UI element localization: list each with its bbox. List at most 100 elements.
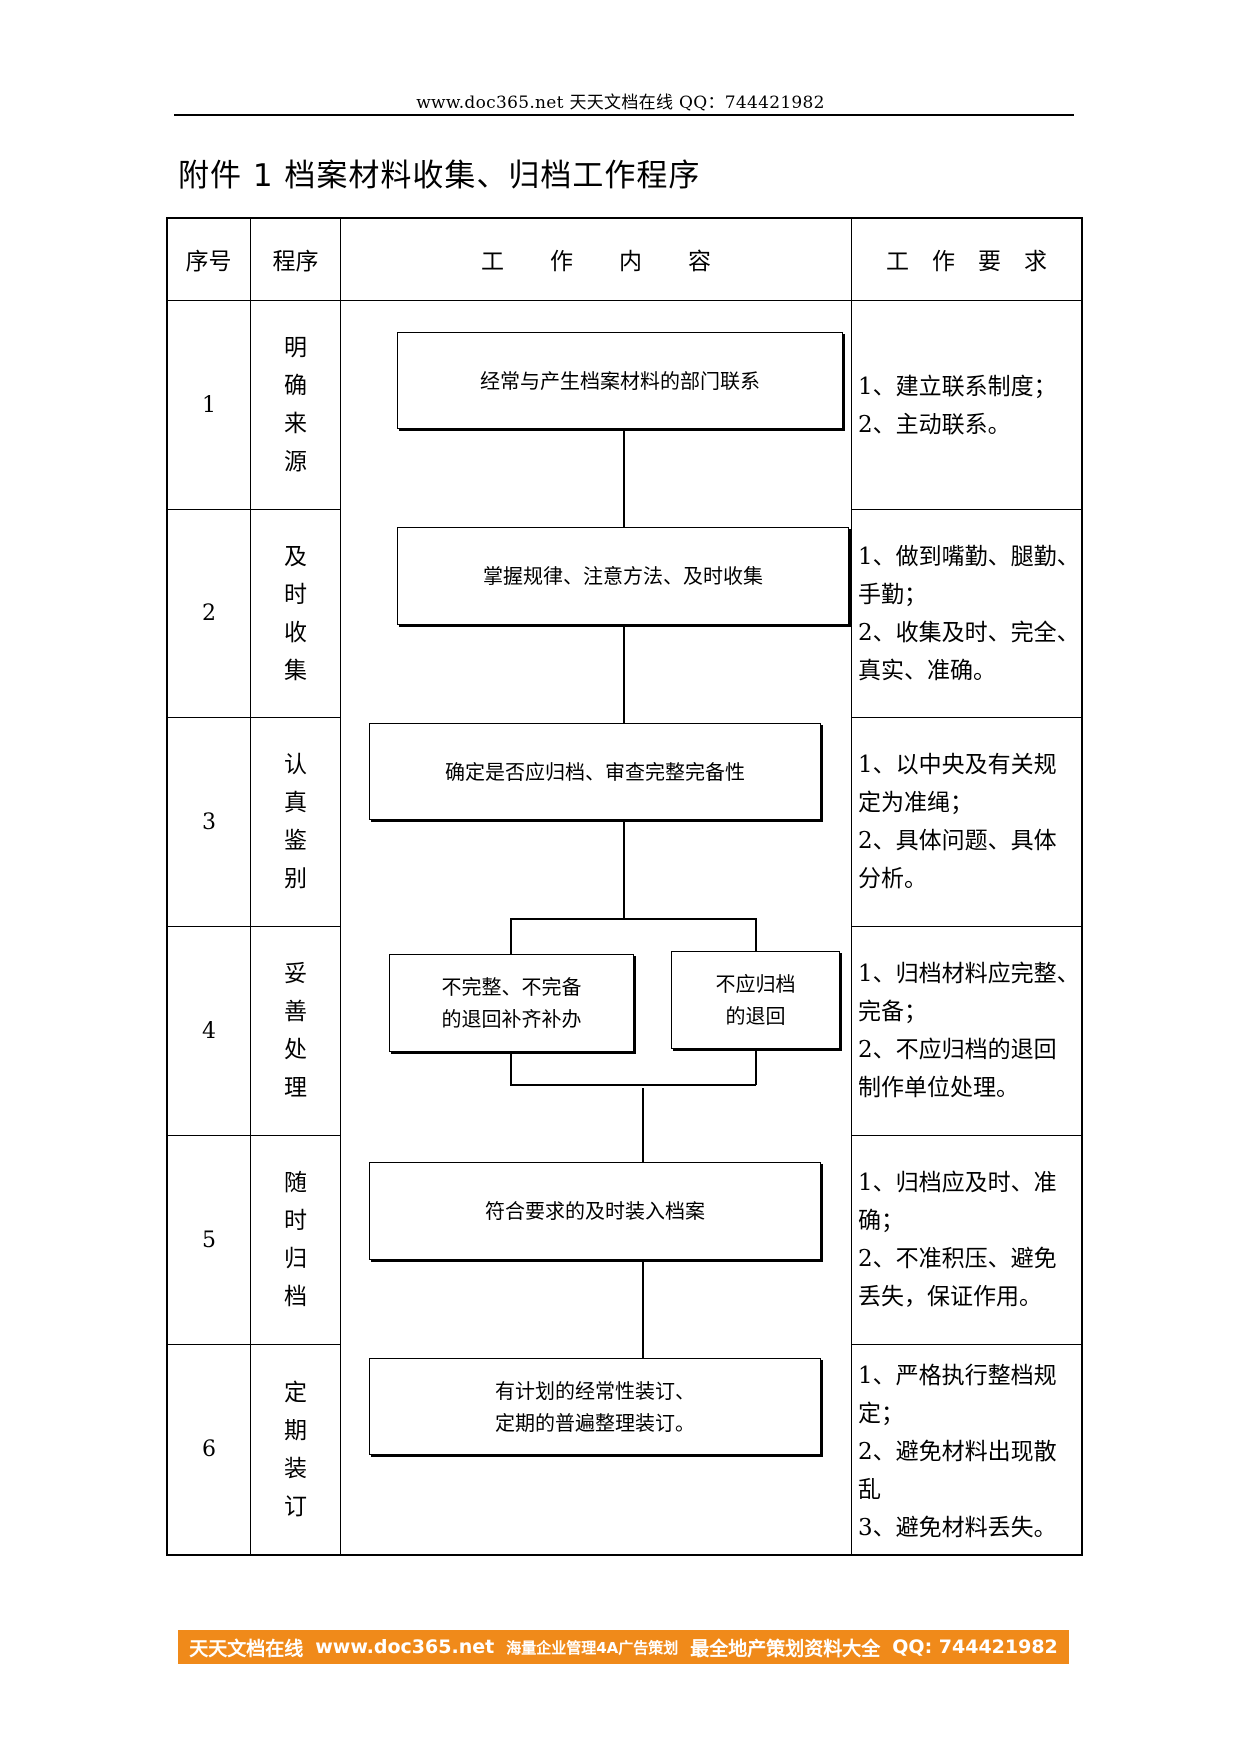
req-line: 定为准绳；	[858, 790, 973, 816]
row-3-requirements: 1、以中央及有关规 定为准绳； 2、具体问题、具体 分析。	[858, 746, 1080, 898]
flow-step-5-box: 符合要求的及时装入档案	[369, 1162, 821, 1260]
merge-left-rise	[510, 1054, 512, 1085]
req-line: 丢失，保证作用。	[858, 1284, 1042, 1310]
row-4-number: 4	[202, 1018, 216, 1044]
req-line: 1、以中央及有关规	[858, 752, 1057, 778]
proc-char: 时	[284, 1208, 307, 1234]
flow-step-4b-line: 不应归档	[715, 972, 796, 996]
proc-char: 归	[284, 1246, 307, 1272]
row-sep-4b	[851, 1135, 1082, 1136]
footer-url: www.doc365.net	[315, 1636, 495, 1658]
row-sep-3a	[166, 926, 341, 927]
row-sep-2b	[851, 717, 1082, 718]
row-sep-1b	[851, 509, 1082, 510]
row-sep-4a	[166, 1135, 341, 1136]
footer-site-name: 天天文档在线	[189, 1637, 304, 1660]
footer-qq: QQ: 744421982	[892, 1636, 1058, 1658]
proc-char: 善	[284, 999, 307, 1025]
row-6-procedure: 定 期 装 订	[251, 1345, 340, 1554]
proc-char: 随	[284, 1170, 307, 1196]
table-border-left	[166, 217, 168, 1556]
document-title: 附件 1 档案材料收集、归档工作程序	[178, 158, 701, 194]
row-1-requirements: 1、建立联系制度； 2、主动联系。	[858, 368, 1080, 444]
connector-5-6	[642, 1262, 644, 1358]
proc-char: 来	[284, 411, 307, 437]
split-left-drop	[510, 918, 512, 954]
col-sep-1	[250, 217, 251, 1556]
table-border-bottom	[166, 1554, 1082, 1556]
req-line: 2、避免材料出现散	[858, 1439, 1057, 1465]
row-2-procedure: 及 时 收 集	[251, 510, 340, 717]
row-sep-5b	[851, 1344, 1082, 1345]
row-6-requirements: 1、严格执行整档规 定； 2、避免材料出现散 乱 3、避免材料丢失。	[858, 1357, 1080, 1547]
flow-step-6-line: 有计划的经常性装订、	[495, 1378, 695, 1403]
col-sep-2	[340, 217, 341, 1556]
req-line: 手勤；	[858, 582, 927, 608]
header-seq: 序号	[185, 249, 232, 275]
proc-char: 明	[284, 335, 307, 361]
split-bar	[510, 918, 756, 920]
header-work-requirements: 工 作 要 求	[886, 249, 1047, 275]
header-work-content: 工 作 内 容	[481, 249, 711, 275]
req-line: 乱	[858, 1477, 881, 1503]
req-line: 2、不应归档的退回	[858, 1037, 1057, 1063]
col-sep-3	[851, 217, 852, 1556]
req-line: 1、建立联系制度；	[858, 374, 1057, 400]
proc-char: 确	[284, 373, 307, 399]
row-6-number: 6	[202, 1437, 216, 1462]
proc-char: 收	[284, 619, 307, 646]
header-row-sep	[166, 300, 1082, 301]
header-procedure: 程序	[272, 249, 319, 275]
flow-step-3-label: 确定是否应归档、审查完整完备性	[445, 759, 745, 784]
flow-step-4a-box: 不完整、不完备 的退回补齐补办	[389, 954, 634, 1052]
flow-step-4b-box: 不应归档 的退回	[671, 951, 840, 1049]
proc-char: 集	[284, 657, 307, 684]
row-1-number: 1	[202, 392, 216, 418]
flow-step-4a-line: 不完整、不完备	[441, 975, 582, 999]
row-5-number: 5	[202, 1227, 216, 1253]
row-sep-2a	[166, 717, 341, 718]
proc-char: 真	[284, 790, 307, 816]
req-line: 真实、准确。	[858, 658, 996, 684]
flow-step-3-box: 确定是否应归档、审查完整完备性	[369, 723, 821, 820]
proc-char: 处	[284, 1037, 307, 1063]
flow-step-6-box: 有计划的经常性装订、 定期的普遍整理装订。	[369, 1358, 821, 1455]
flow-step-1-label: 经常与产生档案材料的部门联系	[480, 368, 760, 393]
row-4-requirements: 1、归档材料应完整、 完备； 2、不应归档的退回 制作单位处理。	[858, 955, 1080, 1107]
row-5-requirements: 1、归档应及时、准 确； 2、不准积压、避免 丢失，保证作用。	[858, 1164, 1080, 1316]
flow-step-5-label: 符合要求的及时装入档案	[485, 1199, 705, 1223]
req-line: 制作单位处理。	[858, 1075, 1019, 1101]
flow-step-2-box: 掌握规律、注意方法、及时收集	[397, 527, 849, 625]
proc-char: 期	[284, 1417, 307, 1444]
flow-step-4a-line: 的退回补齐补办	[441, 1007, 582, 1031]
page-header: www.doc365.net 天天文档在线 QQ：744421982	[416, 93, 825, 113]
footer-banner: 天天文档在线 www.doc365.net 海量企业管理4A广告策划 最全地产策…	[178, 1630, 1069, 1664]
proc-char: 装	[284, 1455, 307, 1482]
req-line: 1、归档材料应完整、	[858, 961, 1080, 987]
row-sep-1a	[166, 509, 341, 510]
proc-char: 及	[284, 543, 307, 570]
proc-char: 认	[284, 752, 307, 778]
connector-merge-5	[642, 1088, 644, 1162]
row-3-procedure: 认 真 鉴 别	[251, 718, 340, 926]
flow-step-6-line: 定期的普遍整理装订。	[495, 1410, 695, 1435]
req-line: 完备；	[858, 999, 927, 1025]
footer-slogan-1: 海量企业管理4A广告策划	[506, 1638, 679, 1657]
req-line: 3、避免材料丢失。	[858, 1515, 1057, 1541]
proc-char: 鉴	[284, 828, 307, 854]
proc-char: 源	[284, 449, 307, 475]
req-line: 2、具体问题、具体	[858, 828, 1057, 854]
table-border-right	[1081, 217, 1083, 1556]
proc-char: 订	[284, 1493, 307, 1520]
row-3-number: 3	[202, 809, 216, 835]
flow-step-1-box: 经常与产生档案材料的部门联系	[397, 332, 843, 429]
footer-slogan-2: 最全地产策划资料大全	[690, 1637, 881, 1660]
proc-char: 档	[284, 1284, 307, 1310]
merge-bar	[510, 1084, 756, 1086]
proc-char: 别	[284, 866, 307, 892]
req-line: 2、收集及时、完全、	[858, 620, 1080, 646]
req-line: 1、做到嘴勤、腿勤、	[858, 544, 1080, 570]
proc-char: 妥	[284, 961, 307, 987]
row-5-procedure: 随 时 归 档	[251, 1136, 340, 1344]
req-line: 1、严格执行整档规	[858, 1363, 1057, 1389]
